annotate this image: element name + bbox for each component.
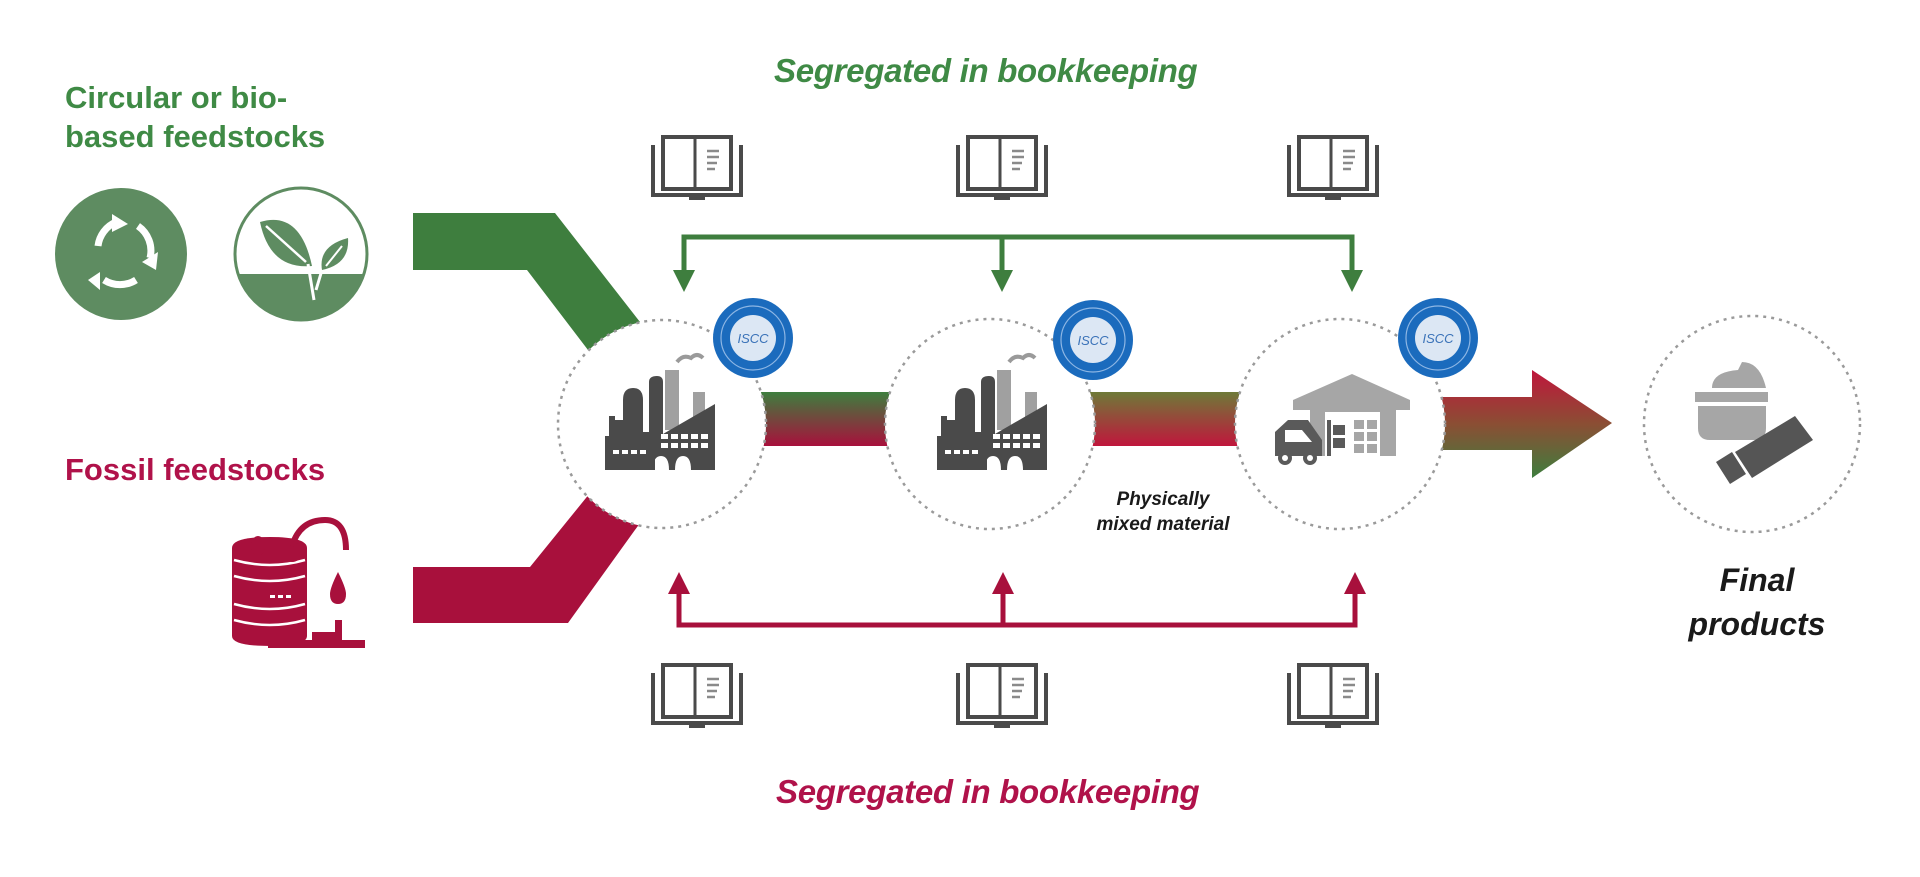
red-bookkeeping-connector xyxy=(676,590,1358,628)
green-arrow-down xyxy=(991,270,1013,292)
physically-mixed-label: Physically mixed material xyxy=(1088,487,1238,537)
final-label-line2: products xyxy=(1688,606,1826,642)
mixed-label-line2: mixed material xyxy=(1096,514,1230,535)
green-feedstock-band xyxy=(413,213,640,350)
green-arrow-down xyxy=(673,270,695,292)
book-icon-bottom xyxy=(1287,663,1379,728)
fossil-feedstocks-title: Fossil feedstocks xyxy=(65,452,326,487)
final-label-line1: Final xyxy=(1719,562,1795,598)
red-arrow-up xyxy=(1344,572,1366,594)
red-feedstock-band xyxy=(413,493,640,623)
oil-barrel-icon xyxy=(232,516,365,648)
segregated-bookkeeping-top: Segregated in bookkeeping xyxy=(774,52,1198,89)
circular-feedstocks-line2: based feedstocks xyxy=(65,119,326,154)
leaf-sprout-icon xyxy=(233,186,369,322)
svg-text:ISCC: ISCC xyxy=(1422,331,1454,346)
circular-feedstocks-line1: Circular or bio- xyxy=(65,80,288,115)
iscc-badge-icon: ISCC xyxy=(1053,300,1133,380)
mixed-flow-band-2 xyxy=(1090,392,1240,446)
circular-feedstocks-title: Circular or bio- based feedstocks xyxy=(65,78,325,156)
red-arrow-up xyxy=(992,572,1014,594)
book-icon-bottom xyxy=(956,663,1048,728)
green-bookkeeping-connector xyxy=(681,234,1355,278)
book-icon-top xyxy=(651,135,743,200)
factory-icon xyxy=(605,353,715,470)
red-arrow-up xyxy=(668,572,690,594)
iscc-badge-icon: ISCC xyxy=(1398,298,1478,378)
factory-icon xyxy=(937,353,1047,470)
output-arrow xyxy=(1440,370,1612,478)
book-icon-top xyxy=(1287,135,1379,200)
book-icon-top xyxy=(956,135,1048,200)
segregated-bookkeeping-bottom: Segregated in bookkeeping xyxy=(776,773,1200,810)
book-icon-bottom xyxy=(651,663,743,728)
warehouse-forklift-icon xyxy=(1275,374,1410,465)
final-products-label: Final products xyxy=(1672,558,1842,646)
green-arrow-down xyxy=(1341,270,1363,292)
svg-text:ISCC: ISCC xyxy=(1077,333,1109,348)
iscc-badge-icon: ISCC xyxy=(713,298,793,378)
recycle-icon xyxy=(55,188,187,320)
stage-circle-3 xyxy=(1233,317,1447,531)
mixed-label-line1: Physically xyxy=(1116,489,1210,510)
cosmetics-jar-tube-icon xyxy=(1695,362,1813,484)
mixed-flow-band-1 xyxy=(760,392,900,446)
svg-text:ISCC: ISCC xyxy=(737,331,769,346)
